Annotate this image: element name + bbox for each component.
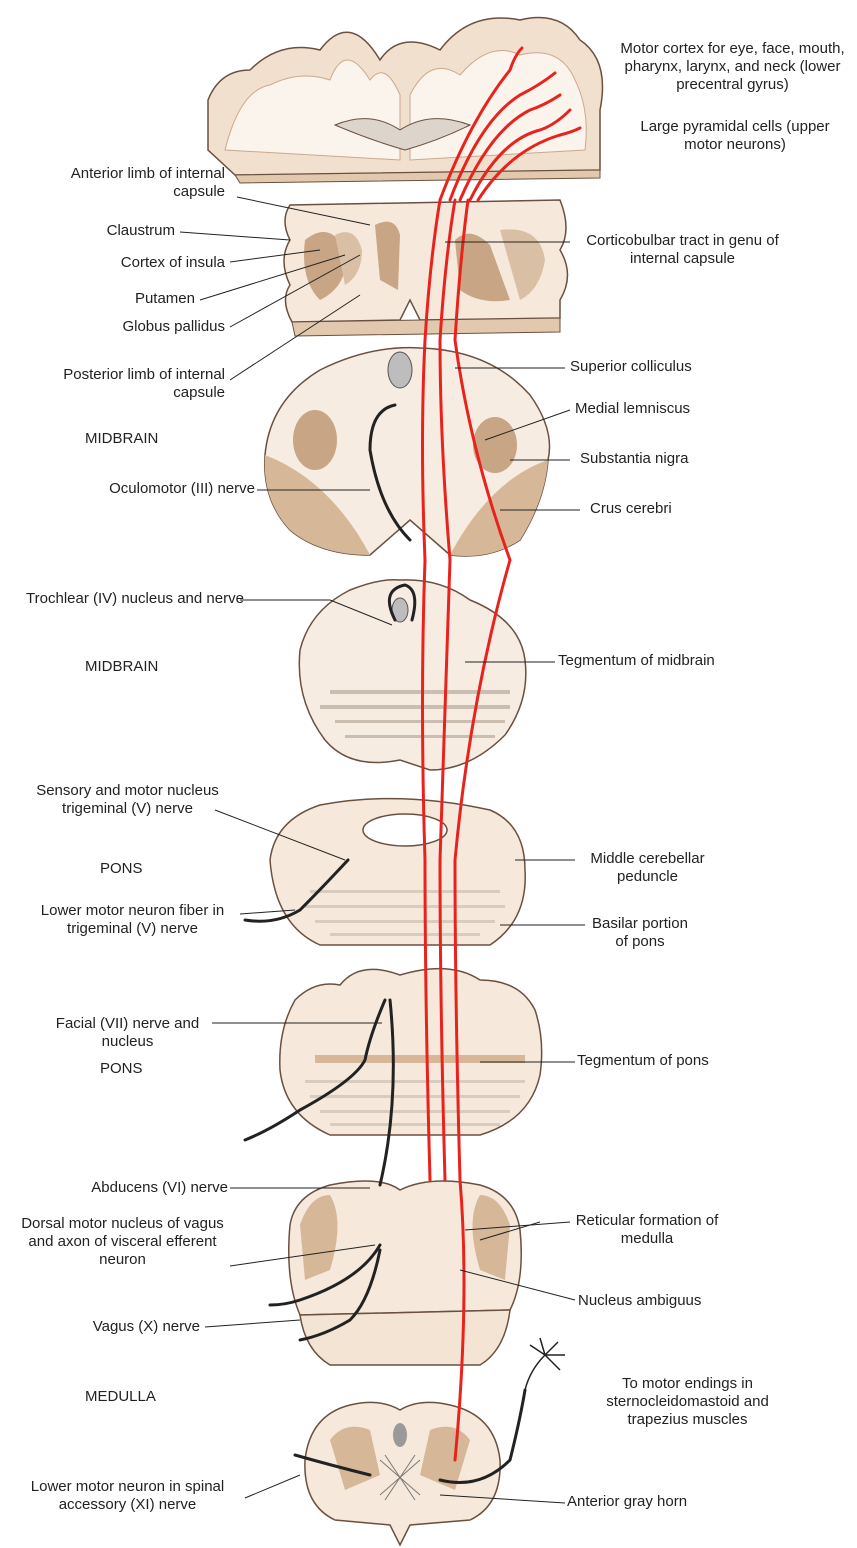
section-midbrain-1: MIDBRAIN <box>85 430 158 448</box>
cortex-section <box>208 18 603 184</box>
label-motor-cortex: Motor cortex for eye, face, mouth, phary… <box>610 40 855 94</box>
section-midbrain-2: MIDBRAIN <box>85 658 158 676</box>
medulla-upper-section <box>289 1181 522 1365</box>
motor-endings-icon <box>525 1338 565 1390</box>
label-lmn-accessory: Lower motor neuron in spinal accessory (… <box>5 1478 250 1514</box>
label-nucleus-ambiguus: Nucleus ambiguus <box>578 1292 701 1310</box>
label-posterior-limb: Posterior limb of internal capsule <box>40 366 225 402</box>
pons-upper-section <box>270 799 525 945</box>
label-crus-cerebri: Crus cerebri <box>590 500 672 518</box>
label-corticobulbar: Corticobulbar tract in genu of internal … <box>575 232 790 268</box>
label-reticular: Reticular formation of medulla <box>572 1212 722 1248</box>
label-basilar-pons: Basilar portion of pons <box>585 915 695 951</box>
label-facial: Facial (VII) nerve and nucleus <box>40 1015 215 1051</box>
label-vagus: Vagus (X) nerve <box>20 1318 200 1336</box>
label-anterior-limb: Anterior limb of internal capsule <box>70 165 225 201</box>
label-cortex-insula: Cortex of insula <box>20 254 225 272</box>
section-pons-2: PONS <box>100 1060 143 1078</box>
label-superior-colliculus: Superior colliculus <box>570 358 692 376</box>
label-claustrum: Claustrum <box>60 222 175 240</box>
midbrain-lower-section <box>299 580 526 770</box>
label-substantia-nigra: Substantia nigra <box>580 450 688 468</box>
midbrain-upper-section <box>265 348 550 556</box>
label-anterior-gray-horn: Anterior gray horn <box>567 1493 687 1511</box>
label-tegmentum-pons: Tegmentum of pons <box>577 1052 709 1070</box>
section-pons-1: PONS <box>100 860 143 878</box>
label-putamen: Putamen <box>60 290 195 308</box>
label-trigeminal-nucleus: Sensory and motor nucleus trigeminal (V)… <box>5 782 250 818</box>
label-middle-cerebellar: Middle cerebellar peduncle <box>570 850 725 886</box>
label-tegmentum-midbrain: Tegmentum of midbrain <box>558 652 715 670</box>
label-pyramidal-cells: Large pyramidal cells (upper motor neuro… <box>620 118 850 154</box>
medulla-lower-section <box>305 1402 500 1545</box>
label-motor-endings: To motor endings in sternocleidomastoid … <box>585 1375 790 1429</box>
label-oculomotor: Oculomotor (III) nerve <box>10 480 255 498</box>
label-lmn-trigeminal: Lower motor neuron fiber in trigeminal (… <box>10 902 255 938</box>
label-dorsal-vagus: Dorsal motor nucleus of vagus and axon o… <box>10 1215 235 1269</box>
section-medulla: MEDULLA <box>85 1388 156 1406</box>
label-abducens: Abducens (VI) nerve <box>10 1179 228 1197</box>
label-globus-pallidus: Globus pallidus <box>40 318 225 336</box>
label-medial-lemniscus: Medial lemniscus <box>575 400 690 418</box>
label-trochlear: Trochlear (IV) nucleus and nerve <box>20 590 250 608</box>
